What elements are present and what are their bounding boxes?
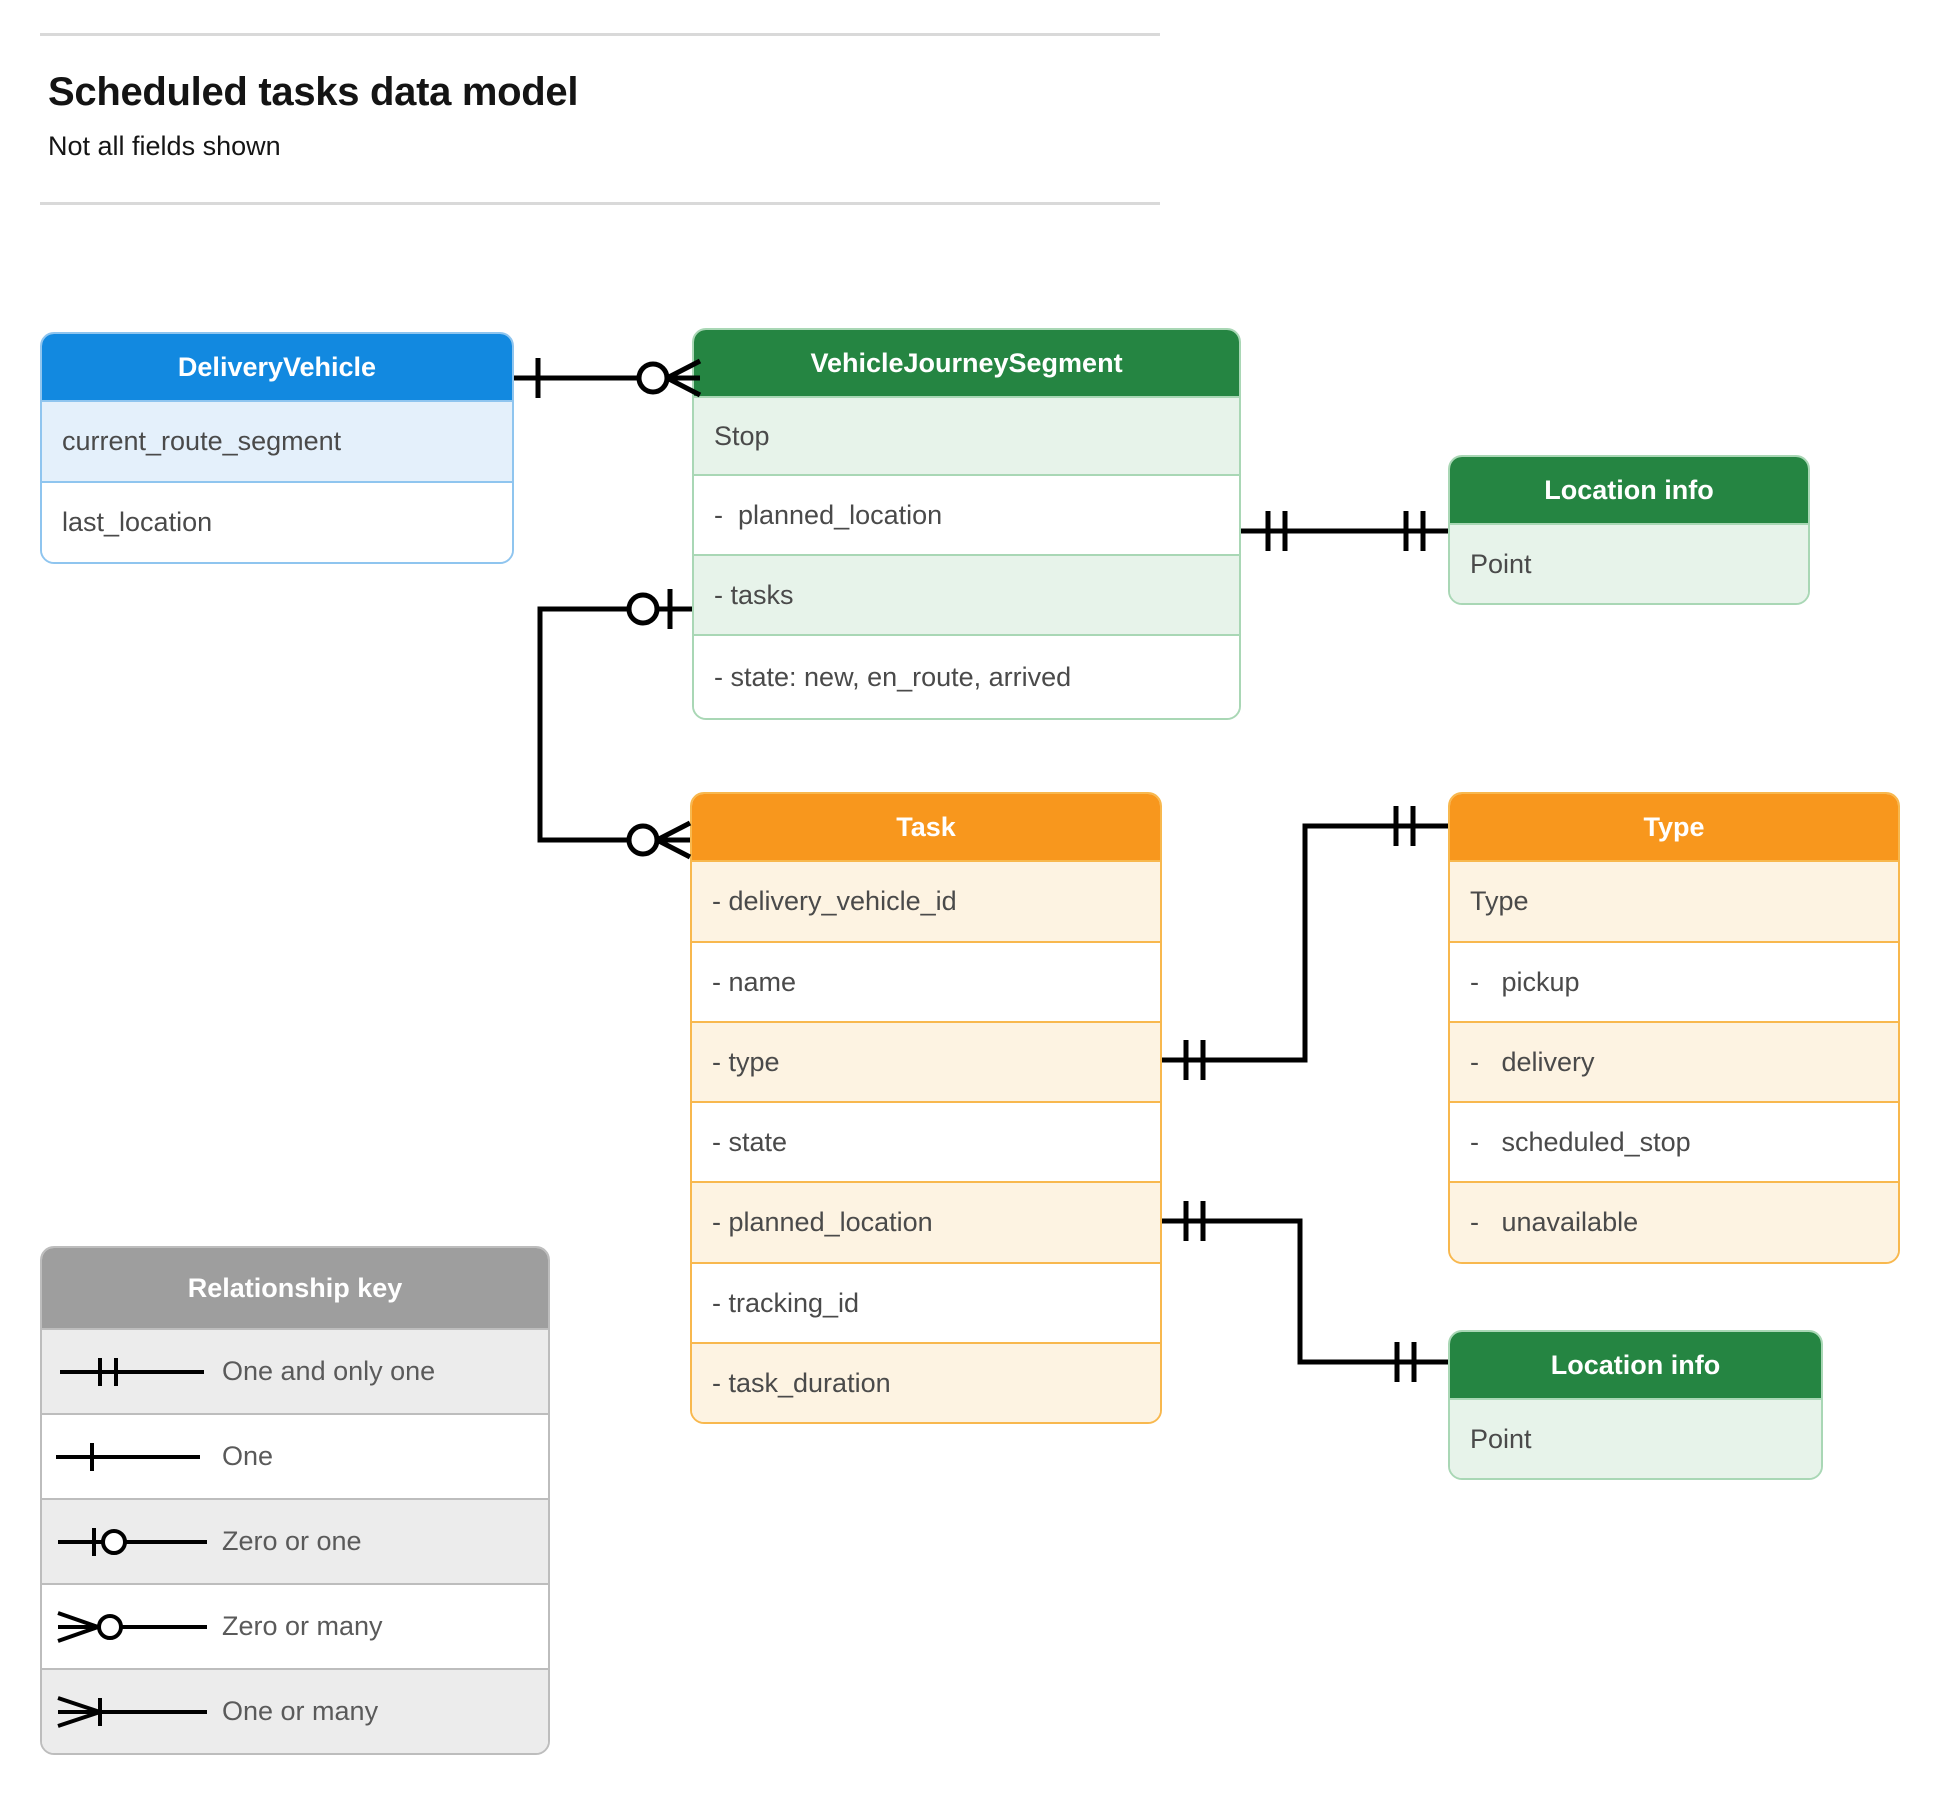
field-stop: Stop [694, 396, 1239, 474]
field-planned-location: - planned_location [692, 1181, 1160, 1262]
entity-location-info-bottom-title: Location info [1450, 1332, 1821, 1398]
field-current-route-segment: current_route_segment [42, 400, 512, 481]
entity-vehicle-journey-segment-title: VehicleJourneySegment [694, 330, 1239, 396]
field-delivery-vehicle-id: - delivery_vehicle_id [692, 860, 1160, 941]
legend-item-one-and-only-one: One and only one [42, 1328, 548, 1413]
header-divider-bottom [40, 202, 1160, 205]
entity-type-title: Type [1450, 794, 1898, 860]
entity-location-info-top[interactable]: Location info Point [1448, 455, 1810, 605]
legend-item-zero-or-many: Zero or many [42, 1583, 548, 1668]
field-point-bottom: Point [1450, 1398, 1821, 1478]
legend-item-label: One and only one [222, 1356, 436, 1386]
one-icon [42, 1415, 222, 1498]
one-and-only-one-icon [42, 1330, 222, 1413]
field-point-top: Point [1450, 523, 1808, 603]
field-state: - state [692, 1101, 1160, 1181]
connector-segment-planned-location-to-location-info [1241, 511, 1448, 551]
connector-delivery-vehicle-to-segment [514, 358, 702, 398]
field-type-name: Type [1450, 860, 1898, 941]
field-planned-location: - planned_location [694, 474, 1239, 554]
legend-relationship-key: Relationship key One and only one One [40, 1246, 550, 1755]
legend-title: Relationship key [42, 1248, 548, 1328]
field-type-pickup: - pickup [1450, 941, 1898, 1021]
zero-or-one-icon [42, 1500, 222, 1583]
legend-item-label: Zero or one [222, 1526, 362, 1556]
connector-task-planned-location-to-location-info [1162, 1201, 1448, 1382]
entity-delivery-vehicle[interactable]: DeliveryVehicle current_route_segment la… [40, 332, 514, 564]
page-title: Scheduled tasks data model [48, 70, 579, 114]
header-divider-top [40, 33, 1160, 36]
connector-task-type-to-type [1162, 806, 1448, 1080]
entity-type[interactable]: Type Type - pickup - delivery - schedule… [1448, 792, 1900, 1264]
field-type: - type [692, 1021, 1160, 1101]
legend-item-one-or-many: One or many [42, 1668, 548, 1753]
field-name: - name [692, 941, 1160, 1021]
field-type-scheduled-stop: - scheduled_stop [1450, 1101, 1898, 1181]
entity-location-info-top-title: Location info [1450, 457, 1808, 523]
connector-segment-tasks-to-task [537, 589, 692, 860]
entity-vehicle-journey-segment[interactable]: VehicleJourneySegment Stop - planned_loc… [692, 328, 1241, 720]
entity-location-info-bottom[interactable]: Location info Point [1448, 1330, 1823, 1480]
legend-item-label: One [222, 1441, 274, 1471]
entity-task[interactable]: Task - delivery_vehicle_id - name - type… [690, 792, 1162, 1424]
page-subtitle: Not all fields shown [48, 131, 281, 161]
field-type-unavailable: - unavailable [1450, 1181, 1898, 1262]
field-last-location: last_location [42, 481, 512, 562]
field-tasks: - tasks [694, 554, 1239, 634]
field-task-duration: - task_duration [692, 1342, 1160, 1422]
legend-item-zero-or-one: Zero or one [42, 1498, 548, 1583]
field-type-delivery: - delivery [1450, 1021, 1898, 1101]
legend-item-label: One or many [222, 1696, 379, 1726]
entity-task-title: Task [692, 794, 1160, 860]
zero-or-many-icon [42, 1585, 222, 1668]
entity-delivery-vehicle-title: DeliveryVehicle [42, 334, 512, 400]
one-or-many-icon [42, 1670, 222, 1753]
field-tracking-id: - tracking_id [692, 1262, 1160, 1342]
legend-item-label: Zero or many [222, 1611, 383, 1641]
legend-item-one: One [42, 1413, 548, 1498]
field-state: - state: new, en_route, arrived [694, 634, 1239, 718]
